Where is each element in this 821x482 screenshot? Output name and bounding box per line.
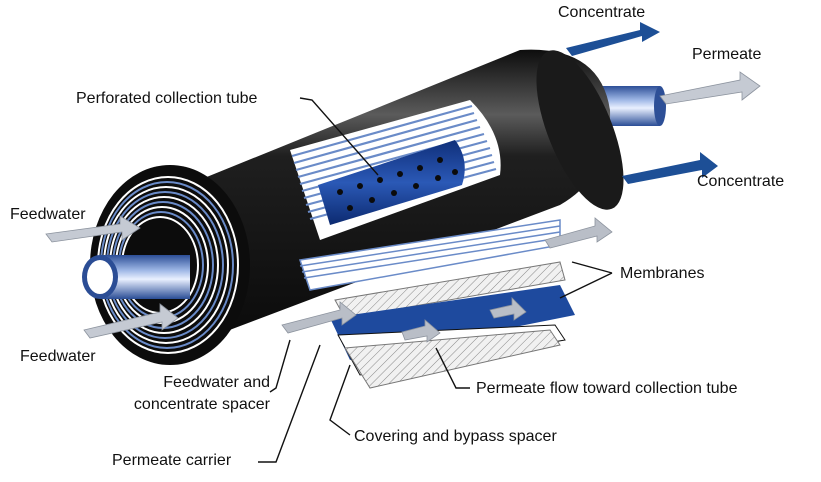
cutaway-wound-layers <box>290 100 501 240</box>
label-concentrate-top: Concentrate <box>558 4 646 21</box>
label-permeate-carrier: Permeate carrier <box>112 452 232 469</box>
concentrate-top-arrow <box>566 22 660 56</box>
permeate-arrow-in-1 <box>401 319 441 343</box>
feedwater-bottom-arrow <box>83 303 179 339</box>
feedwater-top-arrow <box>45 215 141 243</box>
label-perforated-tube: Perforated collection tube <box>76 90 258 107</box>
label-concentrate-right: Concentrate <box>697 173 785 190</box>
label-membranes: Membranes <box>620 265 705 282</box>
leaf-flow-arrow-2 <box>544 217 613 249</box>
permeate-arrow-in-2 <box>489 297 527 321</box>
collection-tube-left <box>82 255 190 299</box>
concentrate-bottom-arrow <box>622 152 718 184</box>
permeate-arrow <box>659 71 761 105</box>
label-feed-spacer-line2: concentrate spacer <box>133 396 270 413</box>
label-feedwater-bottom: Feedwater <box>20 348 96 365</box>
label-feedwater-top: Feedwater <box>10 206 86 223</box>
leader-lines <box>258 97 613 463</box>
label-permeate-flow: Permeate flow toward collection tube <box>476 380 738 397</box>
flow-arrows <box>45 22 761 343</box>
label-permeate: Permeate <box>692 46 762 63</box>
perforation-holes <box>337 157 458 211</box>
leaf-flow-arrow-1 <box>281 301 357 334</box>
label-feed-spacer-line1: Feedwater and <box>163 374 270 391</box>
label-covering-spacer: Covering and bypass spacer <box>354 428 557 445</box>
